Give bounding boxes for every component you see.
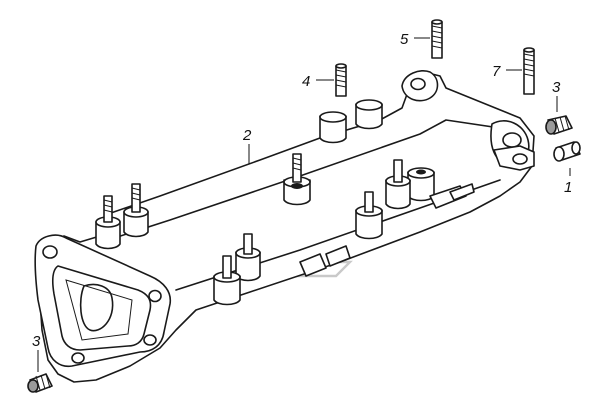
boss-row-lower: [213, 183, 475, 306]
part-1-plug: [553, 141, 581, 162]
part-5-stud: [431, 19, 443, 59]
part-3-plug-left: [27, 373, 53, 393]
callout-leaders: [37, 37, 571, 372]
callout-labels: 5 4 7 3 1 2 3: [32, 31, 572, 350]
part-4-stud: [335, 63, 347, 97]
callout-5: 5: [400, 31, 409, 48]
part-7-stud: [523, 47, 535, 95]
boss-row-upper: [95, 99, 435, 250]
callout-3-right: 3: [552, 79, 561, 96]
part-3-plug-right: [545, 115, 573, 135]
callout-1: 1: [564, 179, 572, 196]
callout-2: 2: [242, 127, 252, 144]
callout-4: 4: [302, 73, 310, 90]
callout-3-left: 3: [32, 333, 41, 350]
callout-7: 7: [492, 63, 501, 80]
manifold-flange: [34, 234, 172, 368]
